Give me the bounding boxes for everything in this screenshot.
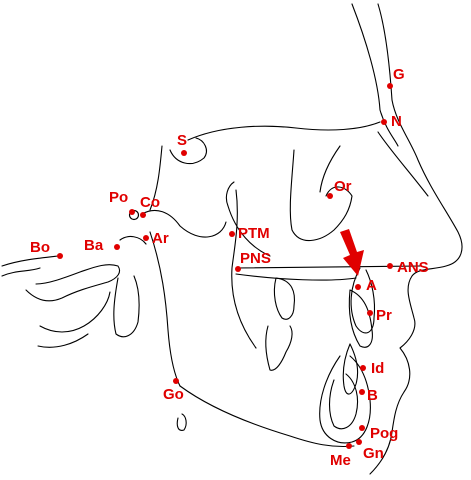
symphysis-inner xyxy=(328,373,359,430)
landmark-label-or: Or xyxy=(334,178,352,195)
cervical-3 xyxy=(37,333,89,348)
mandibular-border xyxy=(179,385,355,448)
landmark-label-a: A xyxy=(366,277,377,294)
landmark-point-ptm xyxy=(229,231,235,237)
hard-palate xyxy=(235,273,357,281)
anterior-cranial-base xyxy=(187,121,381,141)
landmark-label-ans: ANS xyxy=(397,259,429,276)
lower-incisor xyxy=(342,343,359,395)
landmark-point-me xyxy=(346,443,352,449)
landmark-label-po: Po xyxy=(109,189,128,206)
landmark-label-pr: Pr xyxy=(376,307,392,324)
landmark-point-gn xyxy=(356,439,362,445)
landmark-label-id: Id xyxy=(371,360,384,377)
cervical-2 xyxy=(39,291,111,333)
nasal-bone xyxy=(377,131,429,197)
landmark-point-ba xyxy=(114,244,120,250)
dens xyxy=(113,275,140,338)
landmark-label-b: B xyxy=(367,387,378,404)
lower-molar xyxy=(265,325,293,371)
upper-molar xyxy=(273,277,296,320)
landmark-label-ar: Ar xyxy=(152,230,169,247)
landmark-label-ptm: PTM xyxy=(238,225,270,242)
landmark-point-s xyxy=(181,150,187,156)
articular-process xyxy=(141,209,227,238)
sella-turcica xyxy=(169,137,207,165)
ear-rod xyxy=(119,235,147,245)
landmark-point-co xyxy=(140,212,146,218)
landmark-label-co: Co xyxy=(140,194,160,211)
arrow-icon xyxy=(340,229,364,276)
zygoma xyxy=(225,181,271,257)
maxilla xyxy=(350,267,376,334)
symphysis-outer xyxy=(319,355,371,444)
gonial-notch xyxy=(176,413,187,431)
landmark-label-bo: Bo xyxy=(30,239,50,256)
frontal-bone xyxy=(351,3,399,147)
landmark-label-gn: Gn xyxy=(363,445,384,462)
landmark-label-pog: Pog xyxy=(370,425,398,442)
landmark-label-ba: Ba xyxy=(84,237,104,254)
mandibular-ramus xyxy=(149,231,181,387)
landmark-point-g xyxy=(387,83,393,89)
cervical-1 xyxy=(25,264,121,302)
landmark-point-id xyxy=(360,365,366,371)
landmark-point-or xyxy=(327,193,333,199)
orbit-rim xyxy=(319,145,341,193)
landmark-point-go xyxy=(173,378,179,384)
landmark-point-pr xyxy=(367,310,373,316)
basion-line xyxy=(1,255,59,267)
landmark-point-b xyxy=(359,389,365,395)
landmark-point-po xyxy=(129,209,135,215)
landmark-point-ans xyxy=(387,263,393,269)
landmark-label-g: G xyxy=(393,66,405,83)
occipital xyxy=(1,267,41,277)
upper-incisor xyxy=(348,289,373,348)
landmark-label-me: Me xyxy=(330,452,351,469)
clivus xyxy=(149,145,163,211)
orbit xyxy=(289,149,353,242)
pterygomaxillary-fissure xyxy=(231,189,257,349)
landmark-point-bo xyxy=(57,253,63,259)
landmark-point-pog xyxy=(359,425,365,431)
landmark-label-s: S xyxy=(177,132,187,149)
landmark-point-pns xyxy=(235,266,241,272)
landmark-point-ar xyxy=(143,235,149,241)
landmark-label-n: N xyxy=(391,113,402,130)
skull-outline xyxy=(1,3,463,475)
landmark-label-go: Go xyxy=(163,386,184,403)
soft-tissue-profile xyxy=(369,3,463,475)
landmark-label-pns: PNS xyxy=(240,250,271,267)
landmark-point-n xyxy=(381,119,387,125)
landmark-point-a xyxy=(355,284,361,290)
